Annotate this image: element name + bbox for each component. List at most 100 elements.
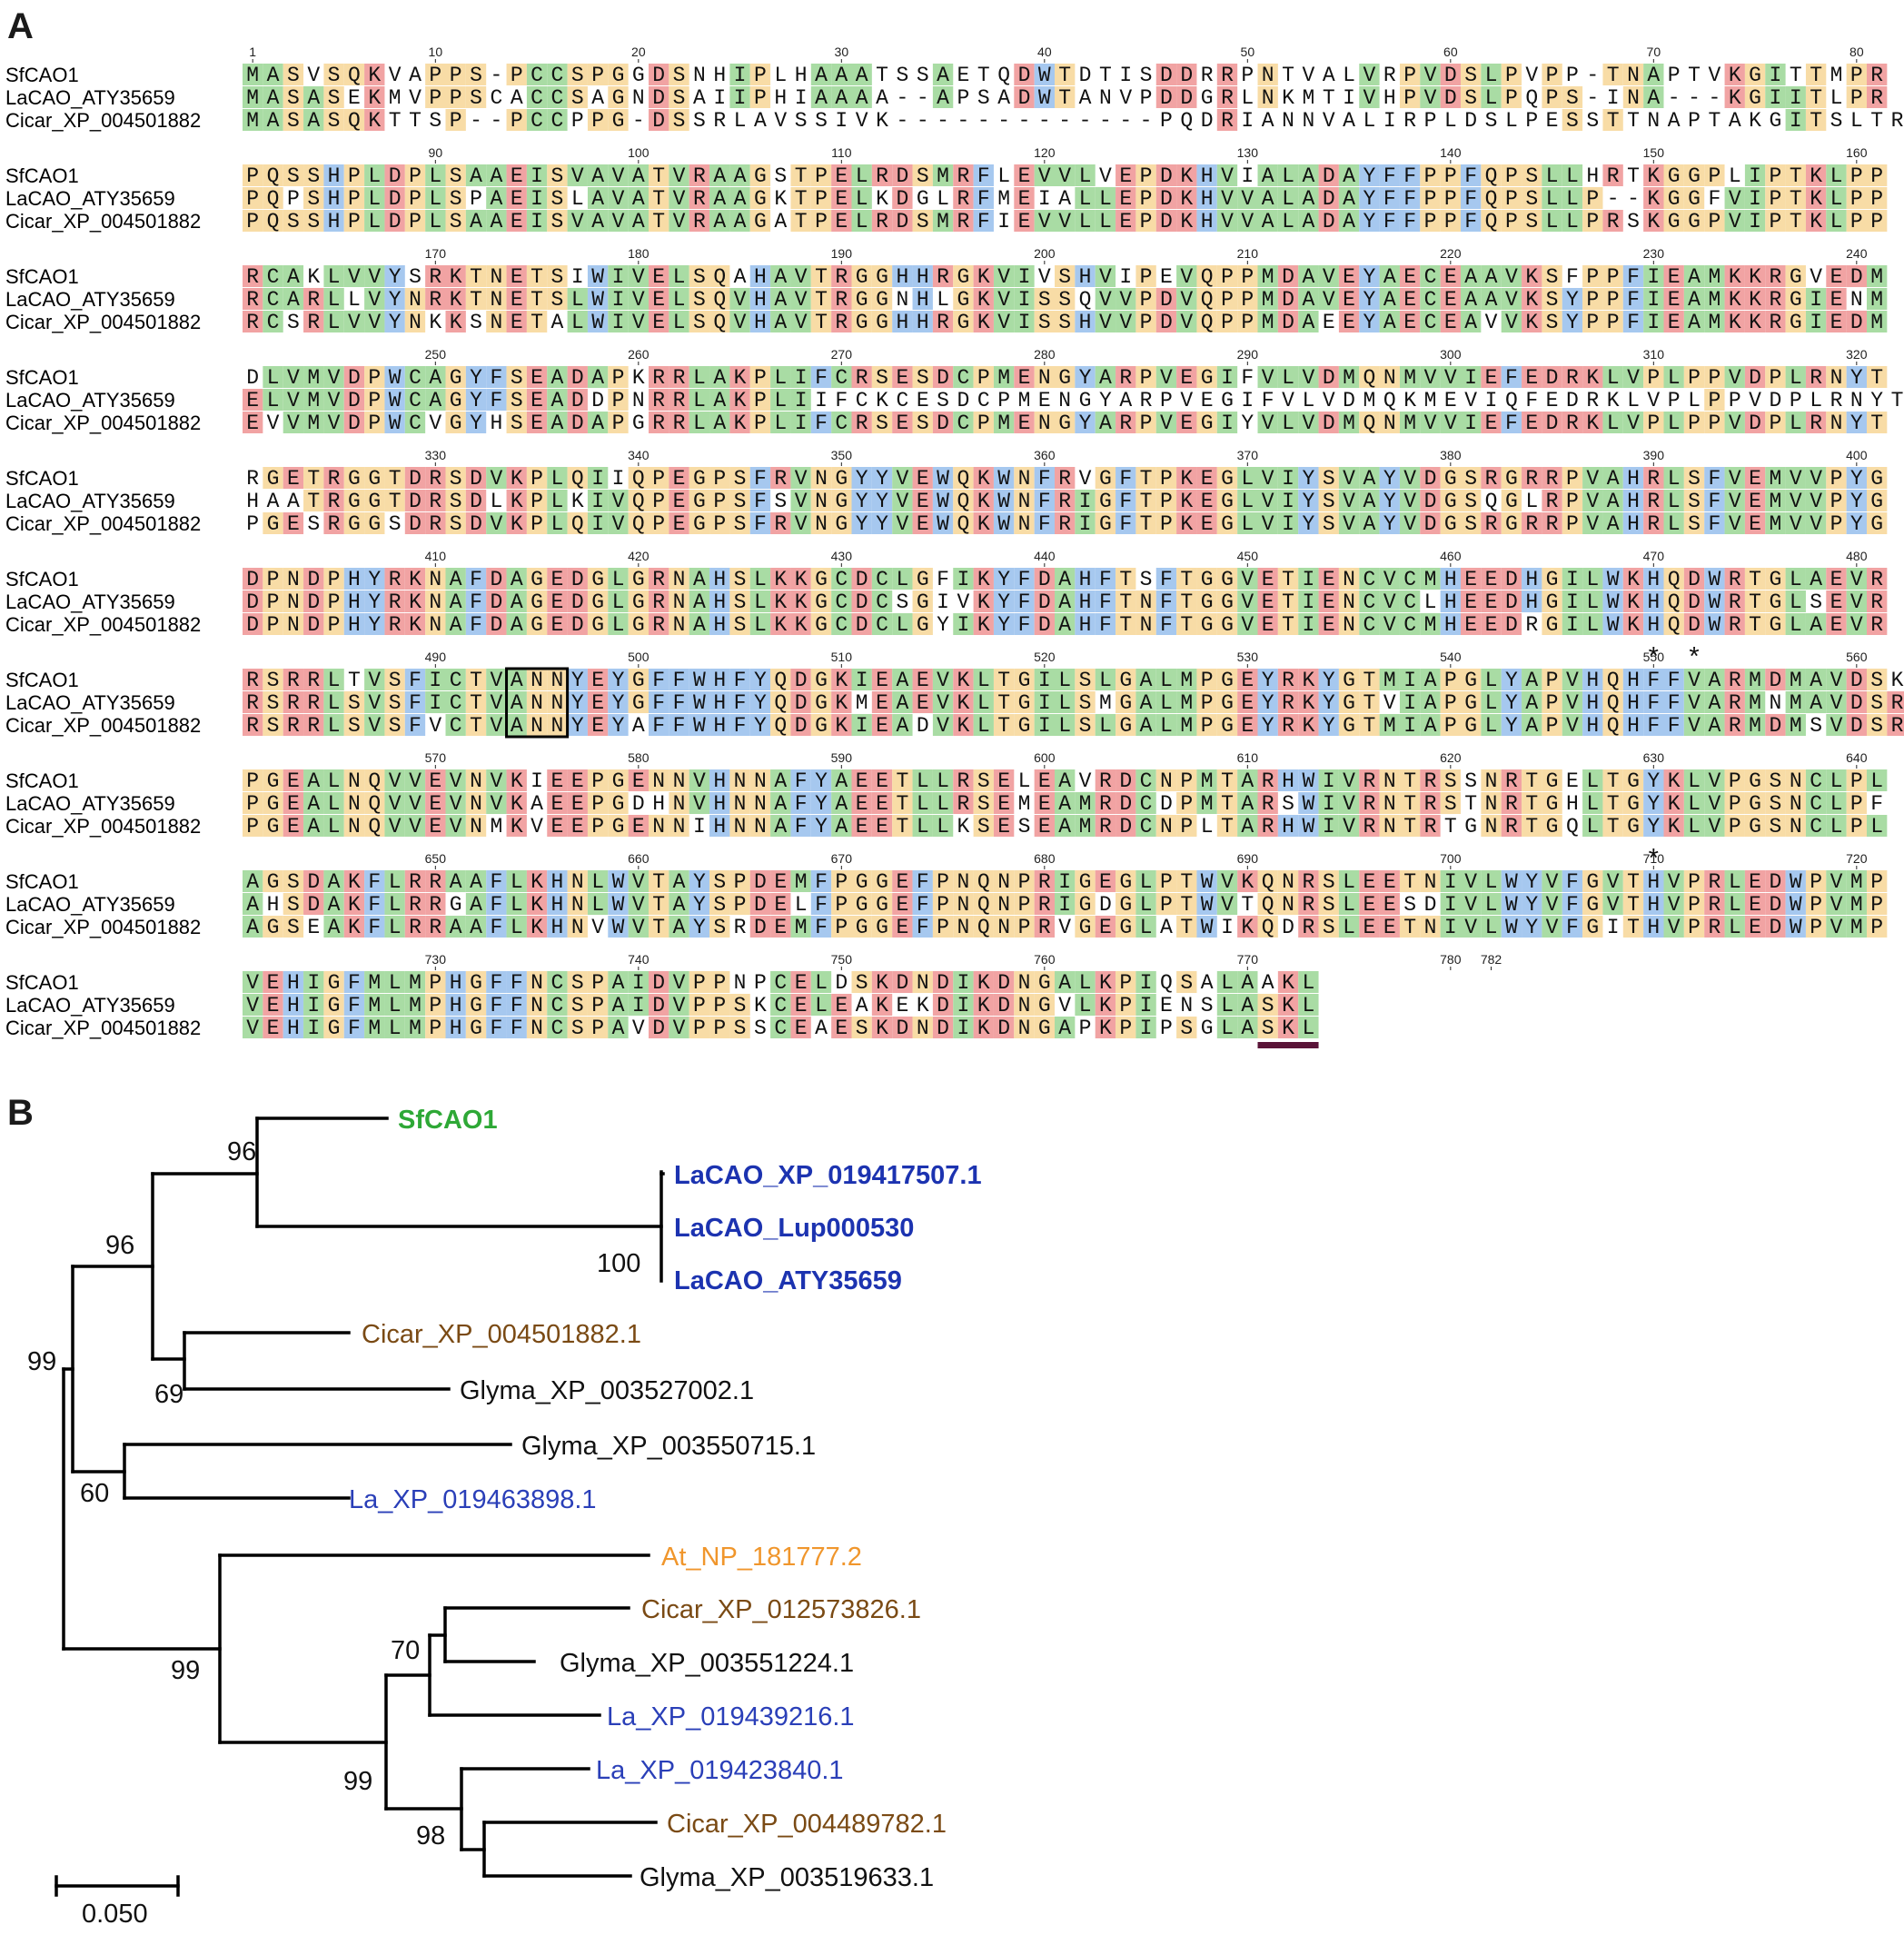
residue-highlight <box>465 86 487 108</box>
tree-leaf-label: Cicar_XP_004501882.1 <box>362 1320 641 1349</box>
residue: N <box>1099 86 1112 110</box>
residue: T <box>1058 86 1071 110</box>
residue: D <box>1018 86 1031 110</box>
residue: T <box>1099 64 1112 87</box>
residue: P <box>429 64 441 87</box>
residue: S <box>1140 64 1153 87</box>
residue: L <box>1485 64 1498 87</box>
residue-highlight <box>1724 64 1745 85</box>
residue: P <box>429 86 441 110</box>
residue-highlight <box>1420 64 1441 85</box>
residue: S <box>287 86 300 110</box>
residue: P <box>754 86 767 110</box>
residue-highlight <box>343 64 365 85</box>
residue: P <box>1546 64 1559 87</box>
tree-leaf-label: Cicar_XP_012573826.1 <box>641 1595 921 1624</box>
residue-highlight <box>364 64 385 85</box>
scale-bar: 0.050 <box>55 1875 180 1929</box>
tree-leaf-label: Glyma_XP_003519633.1 <box>640 1863 934 1892</box>
residue-highlight <box>608 64 629 85</box>
scale-bar-label: 0.050 <box>82 1900 148 1929</box>
residue-highlight <box>1602 64 1623 85</box>
residue: C <box>531 86 543 110</box>
residue: I <box>1119 64 1132 87</box>
sequence-name: SfCAO1 <box>5 64 79 86</box>
residue: H <box>774 86 787 110</box>
residue: T <box>1282 64 1294 87</box>
ruler-number: 70 <box>1647 45 1661 59</box>
ruler-number: 1 <box>249 45 256 59</box>
residue: N <box>693 64 706 87</box>
residue: N <box>1262 64 1274 87</box>
residue-highlight <box>1501 64 1522 85</box>
residue: A <box>591 86 604 110</box>
residue-highlight <box>243 64 263 85</box>
residue-highlight <box>465 64 487 85</box>
residue: T <box>1688 64 1701 87</box>
residue: - <box>896 86 908 110</box>
residue: P <box>450 64 462 87</box>
residue-highlight <box>323 64 344 85</box>
residue: V <box>409 86 421 110</box>
residue: I <box>1770 64 1782 87</box>
residue: P <box>1850 64 1863 87</box>
residue: G <box>612 64 625 87</box>
residue-highlight <box>1805 64 1827 85</box>
residue-highlight <box>851 86 872 108</box>
residue-highlight <box>1399 64 1421 85</box>
residue-highlight <box>669 64 689 85</box>
residue: M <box>246 86 259 110</box>
residue: K <box>1729 64 1741 87</box>
residue: V <box>1708 64 1721 87</box>
residue: E <box>957 64 970 87</box>
residue: A <box>1323 64 1335 87</box>
phylogenetic-tree: SfCAO1LaCAO_XP_019417507.1LaCAO_Lup00053… <box>27 1106 982 1892</box>
residue: G <box>632 64 645 87</box>
tree-leaf-label: La_XP_019423840.1 <box>596 1756 844 1785</box>
residue-highlight <box>547 64 568 85</box>
residue: D <box>1180 64 1193 87</box>
residue: D <box>1160 64 1173 87</box>
residue: K <box>368 86 381 110</box>
residue: T <box>1607 64 1620 87</box>
residue-highlight <box>1034 64 1055 85</box>
residue: I <box>734 64 747 87</box>
residue: A <box>856 86 868 110</box>
residue: A <box>409 64 421 87</box>
bootstrap-value: 99 <box>27 1347 56 1376</box>
residue-highlight <box>1257 64 1278 85</box>
residue-highlight <box>1014 64 1035 85</box>
residue-highlight <box>526 64 548 85</box>
residue-highlight <box>932 64 954 85</box>
residue: P <box>1403 64 1416 87</box>
residue-highlight <box>831 64 852 85</box>
residue-highlight <box>303 86 324 108</box>
residue: S <box>470 86 482 110</box>
residue: E <box>348 86 361 110</box>
residue: L <box>1343 64 1355 87</box>
residue: S <box>917 64 929 87</box>
residue: G <box>612 86 625 110</box>
residue-highlight <box>1744 64 1766 85</box>
residue: A <box>511 86 523 110</box>
residue-highlight <box>1461 64 1482 85</box>
residue: T <box>1790 64 1802 87</box>
residue: S <box>287 64 300 87</box>
residue: A <box>1079 86 1092 110</box>
residue: S <box>328 64 341 87</box>
residue-highlight <box>263 86 283 108</box>
bootstrap-value: 70 <box>391 1636 420 1665</box>
residue-highlight <box>1176 86 1197 108</box>
residue-highlight <box>649 86 669 108</box>
residue-highlight <box>243 86 263 108</box>
residue: P <box>1566 64 1579 87</box>
residue-highlight <box>263 64 283 85</box>
residue-highlight <box>831 86 852 108</box>
residue: - <box>490 64 502 87</box>
residue: A <box>937 86 949 110</box>
residue: D <box>1444 64 1457 87</box>
residue: M <box>1830 64 1843 87</box>
residue-highlight <box>1846 64 1867 85</box>
residue: S <box>896 64 908 87</box>
residue: T <box>977 64 990 87</box>
